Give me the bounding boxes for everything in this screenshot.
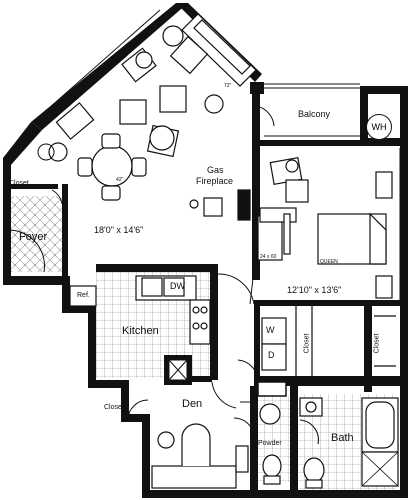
- foyer-label: Foyer: [19, 231, 48, 243]
- dishwasher-label: DW: [170, 281, 185, 291]
- sofa-label: 72": [224, 83, 232, 89]
- foyer-tile: [10, 196, 64, 272]
- closet-laundry-label: Closet: [303, 333, 311, 354]
- kitchen-label: Kitchen: [122, 325, 159, 337]
- den-furniture: [151, 423, 249, 489]
- door-swings: [51, 105, 319, 445]
- bed-label: QUEEN: [320, 259, 338, 265]
- kitchen-fixtures: [69, 275, 211, 345]
- bath-fixtures: [259, 397, 399, 489]
- closet-bedroom-label: Closet: [373, 333, 381, 354]
- bedroom-dimensions: 12'10" x 13'6": [287, 285, 342, 295]
- closet-entry-label: Closet: [9, 180, 29, 187]
- bedroom-furniture: [257, 157, 393, 299]
- water-heater-label: WH: [366, 114, 392, 140]
- living-dimensions: 18'0" x 14'6": [94, 225, 144, 235]
- dryer-label: D: [268, 350, 275, 360]
- refrigerator-label: Ref.: [77, 292, 90, 299]
- powder-label: Powder: [258, 440, 282, 447]
- balcony-label: Balcony: [298, 109, 331, 119]
- closet-den-label: Closet: [104, 404, 124, 411]
- fireplace-label-2: Fireplace: [196, 176, 234, 186]
- washer-label: W: [266, 325, 275, 335]
- table-label: 42": [116, 177, 124, 183]
- living-furniture: [48, 13, 257, 221]
- bath-label: Bath: [331, 432, 354, 444]
- fireplace-label-1: Gas: [207, 165, 224, 175]
- laundry-fixtures: [261, 306, 396, 376]
- desk-label: 24 x 60: [260, 254, 277, 260]
- den-label: Den: [182, 398, 203, 410]
- foyer-details: [9, 143, 55, 273]
